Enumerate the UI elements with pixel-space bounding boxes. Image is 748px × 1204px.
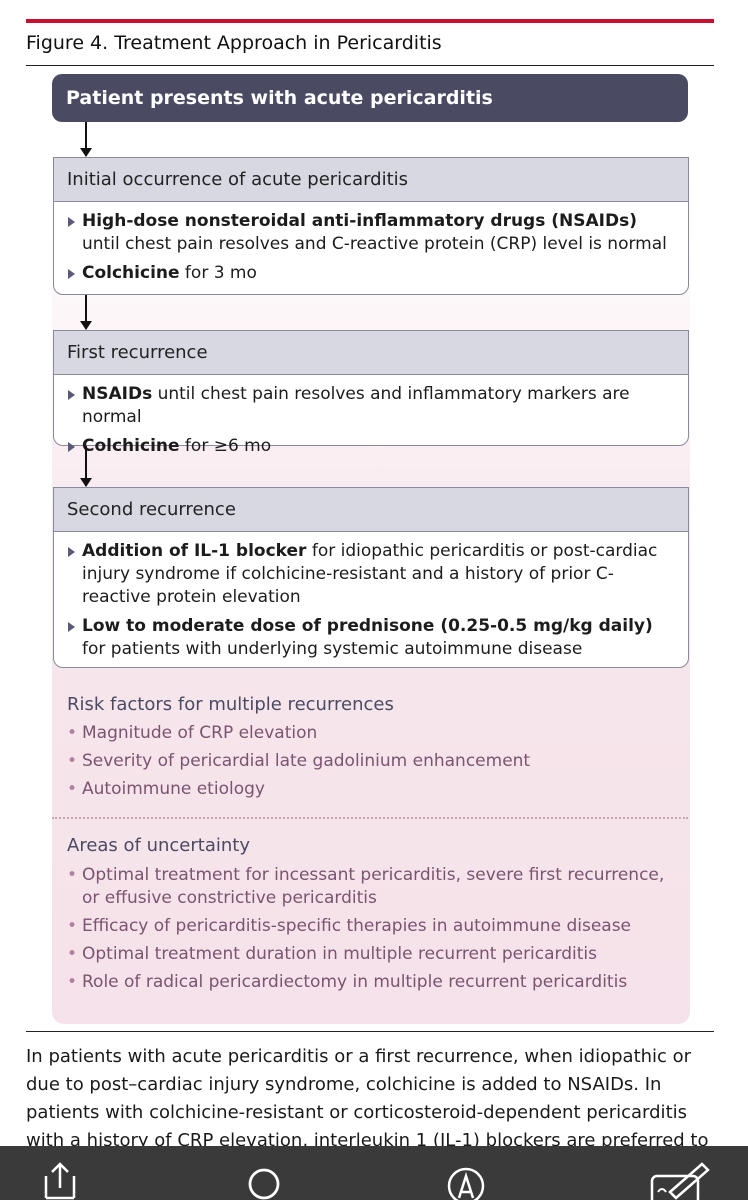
uncertainty-heading: Areas of uncertainty: [67, 835, 250, 856]
figure-title: Figure 4. Treatment Approach in Pericard…: [26, 32, 442, 54]
risk-factors-heading: Risk factors for multiple recurrences: [67, 694, 394, 715]
step-header: Second recurrence: [54, 488, 688, 532]
flow-arrow-2: [80, 295, 92, 330]
treatment-item: Colchicine for ≥6 mo: [67, 435, 676, 458]
treatment-item: High-dose nonsteroidal anti-inflammatory…: [67, 210, 676, 256]
list-item: Severity of pericardial late gadolinium …: [67, 750, 667, 773]
markup-icon[interactable]: [650, 1162, 710, 1204]
presentation-box: Patient presents with acute pericarditis: [52, 74, 688, 122]
list-item: Magnitude of CRP elevation: [67, 722, 667, 745]
title-divider: [26, 65, 714, 66]
list-item: Optimal treatment for incessant pericard…: [67, 864, 667, 910]
caption-divider: [26, 1031, 714, 1032]
bottom-toolbar: [0, 1146, 748, 1204]
list-item: Efficacy of pericarditis-specific therap…: [67, 915, 667, 938]
flow-arrow-3: [80, 446, 92, 487]
uncertainty-list: Optimal treatment for incessant pericard…: [67, 864, 667, 999]
risk-factors-list: Magnitude of CRP elevation Severity of p…: [67, 722, 667, 806]
list-item: Role of radical pericardiectomy in multi…: [67, 971, 667, 994]
step-header: First recurrence: [54, 331, 688, 375]
list-item: Optimal treatment duration in multiple r…: [67, 943, 667, 966]
treatment-item: NSAIDs until chest pain resolves and inf…: [67, 383, 676, 429]
treatment-item: Low to moderate dose of prednisone (0.25…: [67, 615, 676, 661]
step-first-recurrence: First recurrence NSAIDs until chest pain…: [53, 330, 689, 456]
annotate-icon[interactable]: [446, 1162, 486, 1204]
list-item: Autoimmune etiology: [67, 778, 667, 801]
search-icon[interactable]: [246, 1162, 286, 1200]
share-icon[interactable]: [40, 1162, 80, 1200]
section-divider: [52, 817, 688, 819]
treatment-item: Addition of IL-1 blocker for idiopathic …: [67, 540, 676, 609]
treatment-item: Colchicine for 3 mo: [67, 262, 676, 285]
top-accent-rule: [26, 19, 714, 23]
step-second-recurrence: Second recurrence Addition of IL-1 block…: [53, 487, 689, 668]
flow-arrow-1: [80, 122, 92, 157]
step-header: Initial occurrence of acute pericarditis: [54, 158, 688, 202]
step-initial-occurrence: Initial occurrence of acute pericarditis…: [53, 157, 689, 295]
